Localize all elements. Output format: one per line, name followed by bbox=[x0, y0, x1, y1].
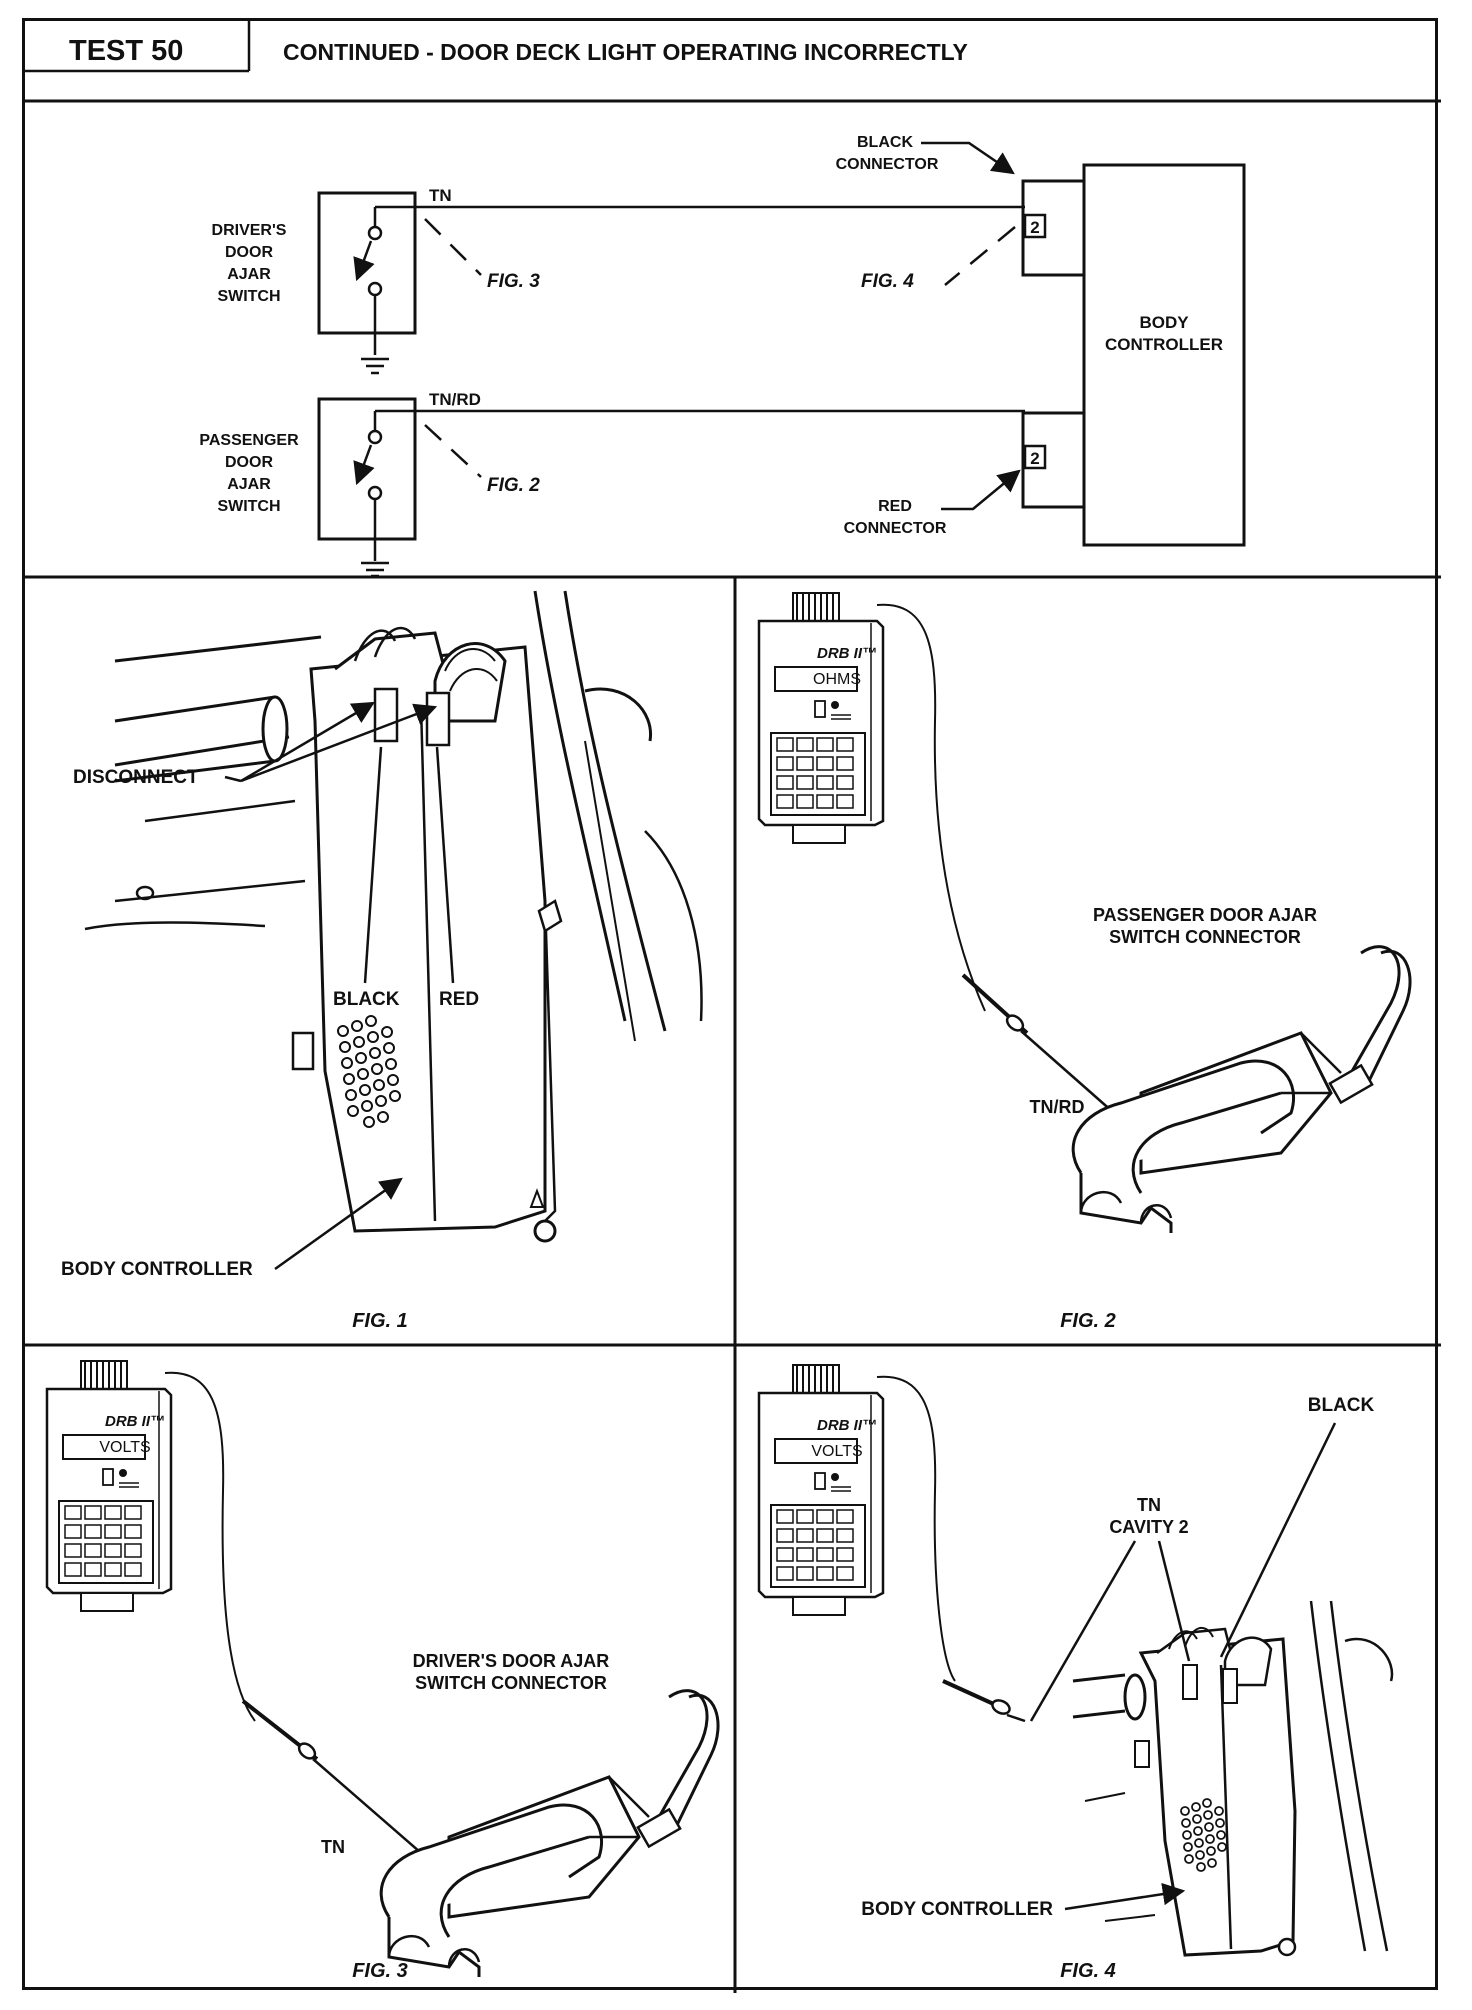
fig3-wire-label: TN bbox=[321, 1837, 345, 1857]
fig4-meter-brand: DRB II™ bbox=[817, 1417, 877, 1434]
driver-switch-label-4: SWITCH bbox=[217, 288, 280, 305]
driver-switch-label-2: DOOR bbox=[225, 244, 273, 261]
fig3-connector-label-2: SWITCH CONNECTOR bbox=[415, 1673, 607, 1693]
ref-fig-2: FIG. 2 bbox=[487, 475, 540, 496]
fig2-wire-label: TN/RD bbox=[1030, 1097, 1085, 1117]
passenger-door-ajar-switch bbox=[317, 397, 417, 541]
fig3-meter-brand: DRB II™ bbox=[105, 1413, 165, 1430]
wire-tn-rd-label: TN/RD bbox=[429, 390, 481, 409]
driver-door-ajar-switch bbox=[317, 191, 417, 335]
passenger-switch-label-3: AJAR bbox=[227, 476, 271, 493]
passenger-switch-label-4: SWITCH bbox=[217, 498, 280, 515]
fig1-disconnect-label: DISCONNECT bbox=[73, 767, 199, 788]
test-number: TEST 50 bbox=[69, 35, 183, 67]
ref-fig-4: FIG. 4 bbox=[861, 271, 914, 292]
fig1-red-label: RED bbox=[439, 989, 479, 1010]
ref-fig-3: FIG. 3 bbox=[487, 271, 540, 292]
fig-3-panel: DRB II™ VOLTS DRIVER'S DOOR AJAR SWITCH … bbox=[45, 1359, 720, 1982]
fig4-black-label: BLACK bbox=[1308, 1395, 1375, 1416]
pin-bottom: 2 bbox=[1030, 449, 1039, 468]
fig-2-panel: DRB II™ OHMS PASSENGER DOOR AJAR SWITCH … bbox=[757, 591, 1412, 1332]
driver-switch-label-1: DRIVER'S bbox=[212, 222, 287, 239]
fig4-caption: FIG. 4 bbox=[1060, 1960, 1116, 1982]
passenger-switch-label-2: DOOR bbox=[225, 454, 273, 471]
fig3-connector-label-1: DRIVER'S DOOR AJAR bbox=[413, 1651, 610, 1671]
fig3-caption: FIG. 3 bbox=[352, 1960, 408, 1982]
pin-top: 2 bbox=[1030, 218, 1039, 237]
fig3-meter-display: VOLTS bbox=[99, 1439, 150, 1456]
fig-1-panel: DISCONNECT BLACK RED BODY CONTROLLER FIG… bbox=[61, 590, 703, 1332]
wire-tn-label: TN bbox=[429, 186, 452, 205]
page-title: CONTINUED - DOOR DECK LIGHT OPERATING IN… bbox=[283, 39, 968, 65]
body-controller-box bbox=[1082, 163, 1246, 547]
red-connector-label-1: RED bbox=[878, 498, 912, 515]
fig4-tn-label: TN bbox=[1137, 1495, 1161, 1515]
red-connector-label-2: CONNECTOR bbox=[844, 520, 947, 537]
fig4-cavity-label: CAVITY 2 bbox=[1109, 1517, 1188, 1537]
driver-switch-label-3: AJAR bbox=[227, 266, 271, 283]
black-connector-label-1: BLACK bbox=[857, 134, 913, 151]
body-controller-label-2: CONTROLLER bbox=[1105, 335, 1223, 354]
fig1-caption: FIG. 1 bbox=[352, 1310, 408, 1332]
diagram-canvas: TEST 50 CONTINUED - DOOR DECK LIGHT OPER… bbox=[25, 21, 1441, 1993]
fig1-body-controller-label: BODY CONTROLLER bbox=[61, 1259, 253, 1280]
fig2-meter-brand: DRB II™ bbox=[817, 645, 877, 662]
diagram-page: TEST 50 CONTINUED - DOOR DECK LIGHT OPER… bbox=[22, 18, 1441, 1993]
fig2-caption: FIG. 2 bbox=[1060, 1310, 1116, 1332]
fig2-connector-label-2: SWITCH CONNECTOR bbox=[1109, 927, 1301, 947]
black-connector-label-2: CONNECTOR bbox=[836, 156, 939, 173]
fig2-connector-label-1: PASSENGER DOOR AJAR bbox=[1093, 905, 1317, 925]
header: TEST 50 CONTINUED - DOOR DECK LIGHT OPER… bbox=[25, 21, 1441, 103]
body-controller-label-1: BODY bbox=[1139, 313, 1189, 332]
wiring-schematic: BODY CONTROLLER 2 2 BLACK CONNECTOR RED … bbox=[25, 134, 1441, 579]
fig-4-panel: DRB II™ VOLTS BLACK TN bbox=[757, 1363, 1394, 1982]
passenger-switch-label-1: PASSENGER bbox=[199, 432, 299, 449]
fig1-black-label: BLACK bbox=[333, 989, 400, 1010]
fig4-body-controller-label: BODY CONTROLLER bbox=[861, 1899, 1053, 1920]
fig4-meter-display: VOLTS bbox=[811, 1443, 862, 1460]
fig2-meter-display: OHMS bbox=[813, 671, 861, 688]
